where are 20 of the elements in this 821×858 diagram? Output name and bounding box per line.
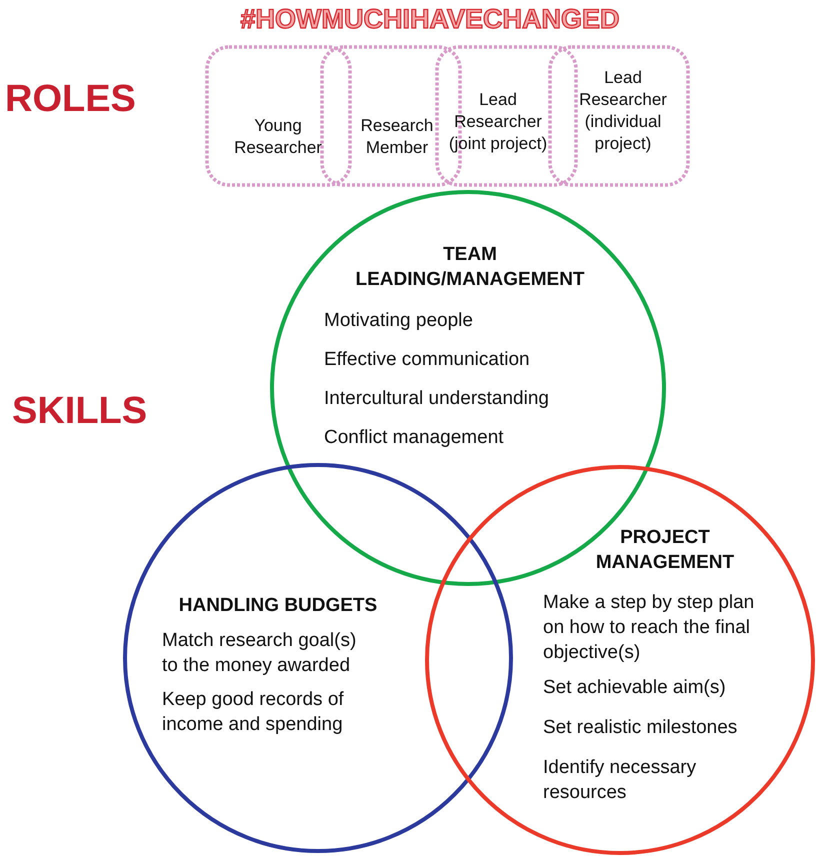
section-label: SKILLS: [12, 390, 148, 433]
skill-item: Make a step by step plan on how to reach the final objective(s): [543, 591, 756, 665]
role-label: Lead Researcher (joint project): [448, 89, 548, 155]
role-label: Young Researcher: [233, 115, 323, 159]
skill-item: Match research goal(s) to the money awarded: [162, 629, 358, 678]
circle-heading: TEAM LEADING/MANAGEMENT: [354, 243, 586, 292]
skill-item: Effective communication: [324, 348, 531, 372]
skill-item: Set realistic milestones: [543, 716, 738, 740]
section-label: ROLES: [5, 78, 136, 121]
skill-item: Set achievable aim(s): [543, 676, 727, 700]
hashtag-title: #HOWMUCHIHAVECHANGED: [239, 4, 620, 35]
skill-item: Motivating people: [324, 309, 474, 333]
role-label: Lead Researcher (individual project): [578, 67, 668, 155]
circle-heading: PROJECT MANAGEMENT: [594, 526, 736, 575]
skill-item: Identify necessary resources: [543, 756, 698, 805]
skill-item: Conflict management: [324, 426, 505, 450]
role-label: Research Member: [360, 115, 434, 159]
skill-item: Intercultural understanding: [324, 387, 550, 411]
skill-item: Keep good records of income and spending: [162, 688, 345, 737]
circle-heading: HANDLING BUDGETS: [178, 594, 378, 618]
